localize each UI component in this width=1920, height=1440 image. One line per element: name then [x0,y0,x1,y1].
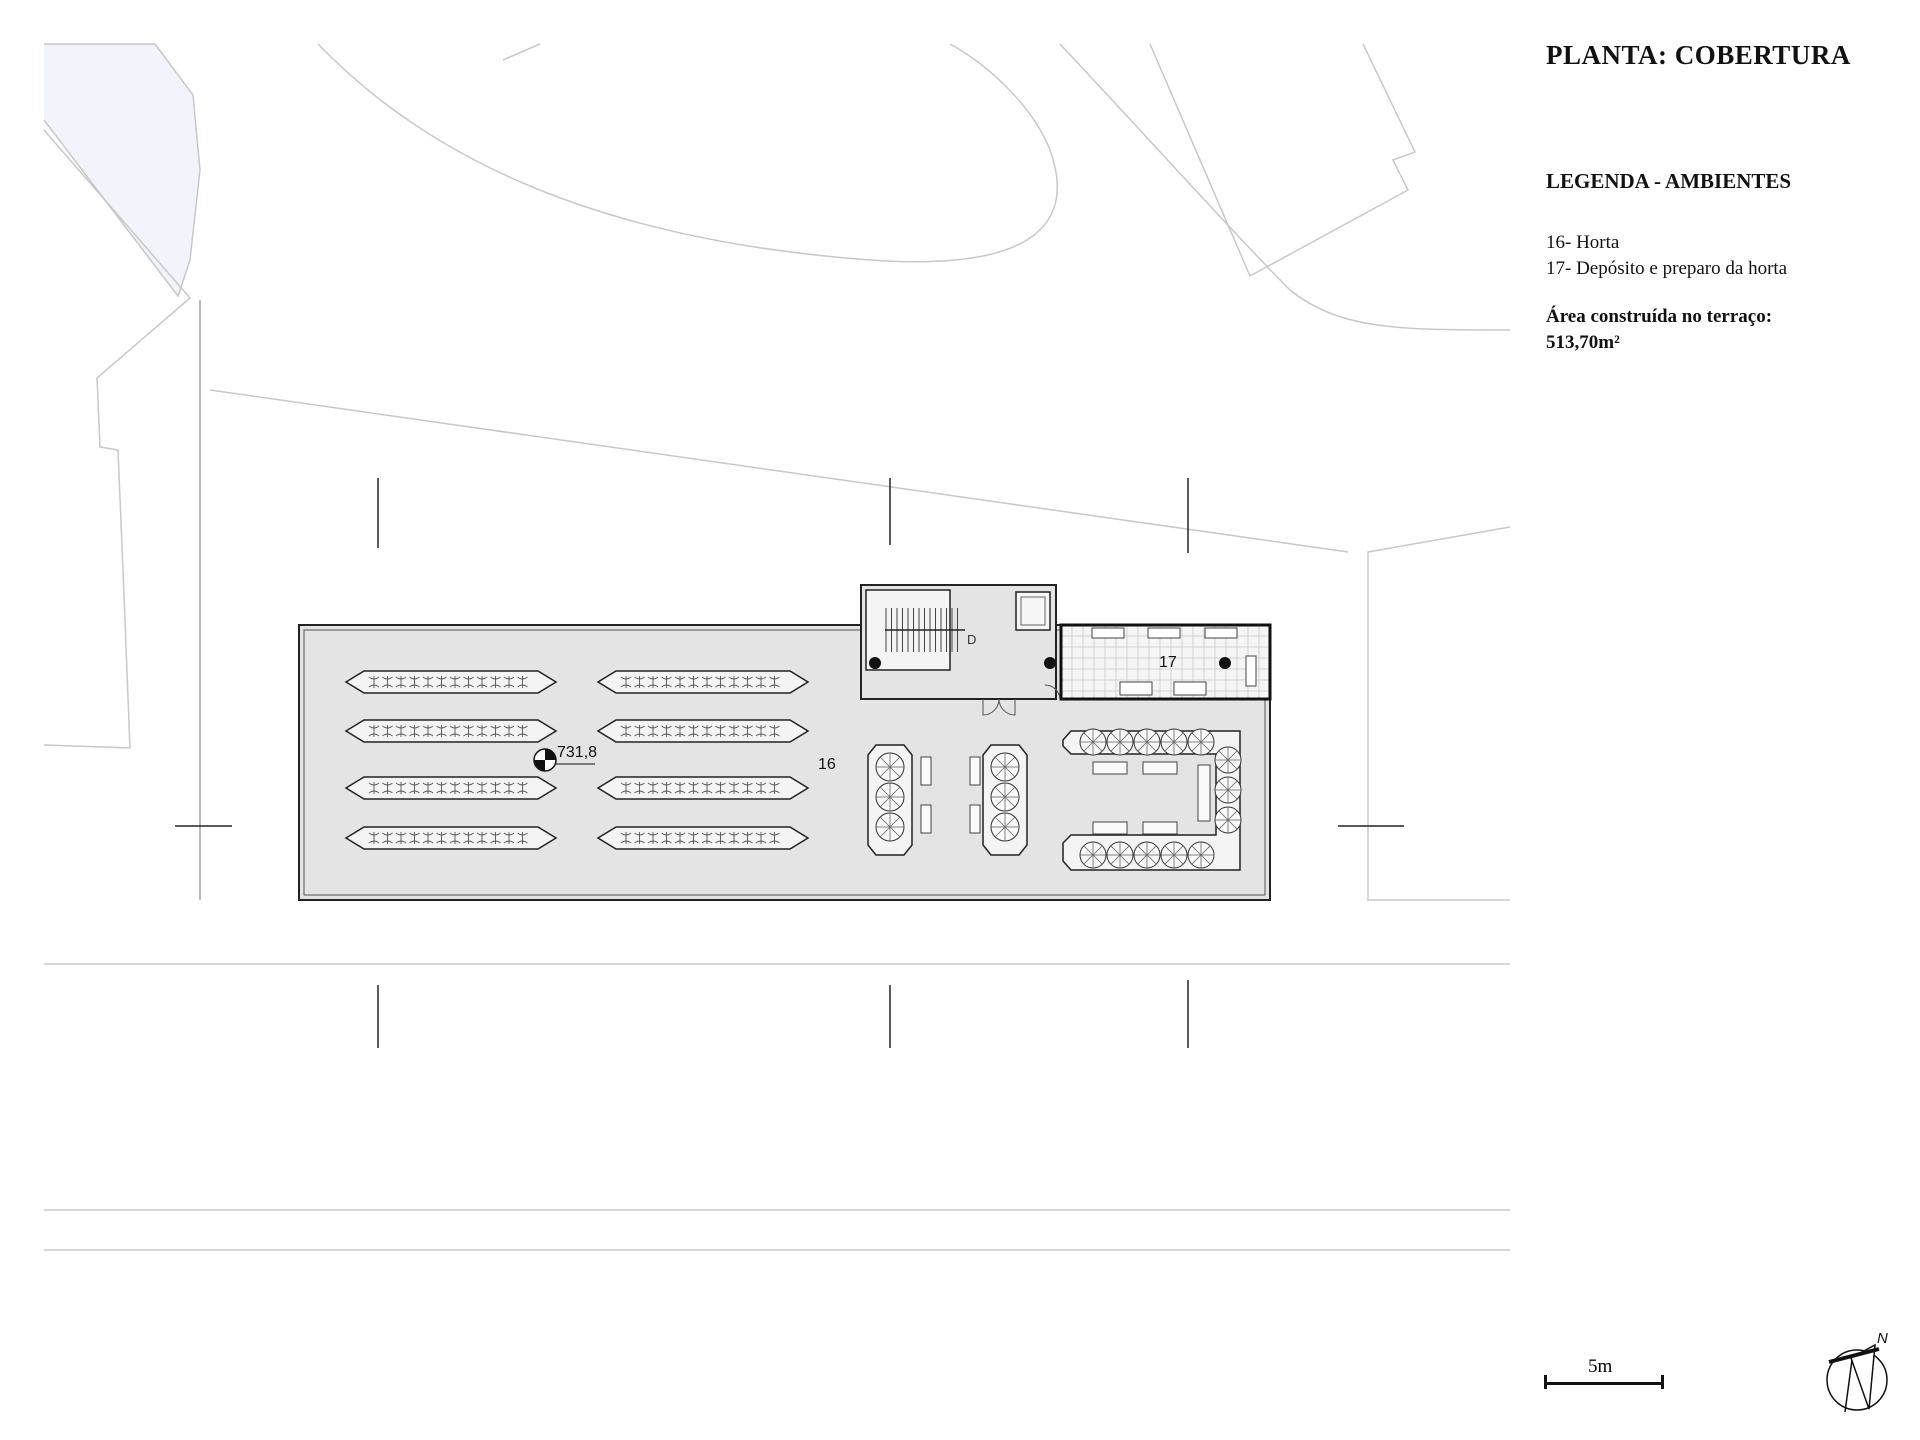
planter-beds [344,670,810,850]
benches [920,756,1211,835]
tree-icon [1079,841,1107,869]
tree-icon [1187,728,1215,756]
built-area-label: Área construída no terraço: [1546,306,1773,327]
room-16-label: 16 [818,756,836,773]
level-value: 731,8 [557,744,597,761]
tree-icon [1214,806,1242,834]
u-shaped-planter [1062,728,1242,871]
tree-planter [982,744,1028,856]
built-area-value: 513,70m² [1546,332,1620,353]
stair-core [860,584,1061,700]
tree-icon [1214,776,1242,804]
tree-icon [1106,841,1134,869]
scale-line [1544,1382,1664,1385]
tree-icon [875,752,905,782]
planter-bed [596,670,810,694]
plan-title: PLANTA: COBERTURA [1546,40,1851,70]
tree-icon [875,812,905,842]
planter-bed [596,776,810,800]
north-arrow-icon: N [1826,1330,1888,1413]
tree-icon [875,782,905,812]
door-label: D [967,632,976,647]
level-marker [533,748,595,772]
tree-icon [1187,841,1215,869]
tree-icon [1106,728,1134,756]
entrance-doors [982,698,1016,716]
site-context [43,43,1511,1251]
north-label: N [1877,1330,1888,1347]
built-area: Área construída no terraço: 513,70m² [1546,304,1906,356]
tree-icon [1214,746,1242,774]
planter-bed [344,776,558,800]
planter-bed [596,826,810,850]
scale-bar: 5m [1544,1352,1670,1392]
legend-item: 17- Depósito e preparo da horta [1546,258,1788,279]
tree-icon [1079,728,1107,756]
legend-items: 16- Horta 17- Depósito e preparo da hort… [1546,230,1906,282]
tree-icon [1160,841,1188,869]
legend-panel: PLANTA: COBERTURA LEGENDA - AMBIENTES 16… [1546,40,1906,356]
room-17-label: 17 [1159,654,1177,671]
planter-bed [344,719,558,743]
tree-planters [867,744,1028,856]
planter-bed [344,670,558,694]
legend-item: 16- Horta [1546,232,1620,253]
tree-icon [990,812,1020,842]
scale-label: 5m [1588,1356,1613,1377]
tree-icon [1160,728,1188,756]
room-17-deposit [1059,623,1272,701]
planter-bed [344,826,558,850]
legend-subtitle: LEGENDA - AMBIENTES [1546,169,1792,193]
grid-axes [175,478,1404,1048]
tree-icon [990,782,1020,812]
tree-icon [1133,841,1161,869]
tree-icon [990,752,1020,782]
planter-bed [596,719,810,743]
tree-icon [1133,728,1161,756]
scale-tick-right [1661,1375,1664,1389]
tree-planter [867,744,913,856]
u-planter-body [1062,728,1242,871]
